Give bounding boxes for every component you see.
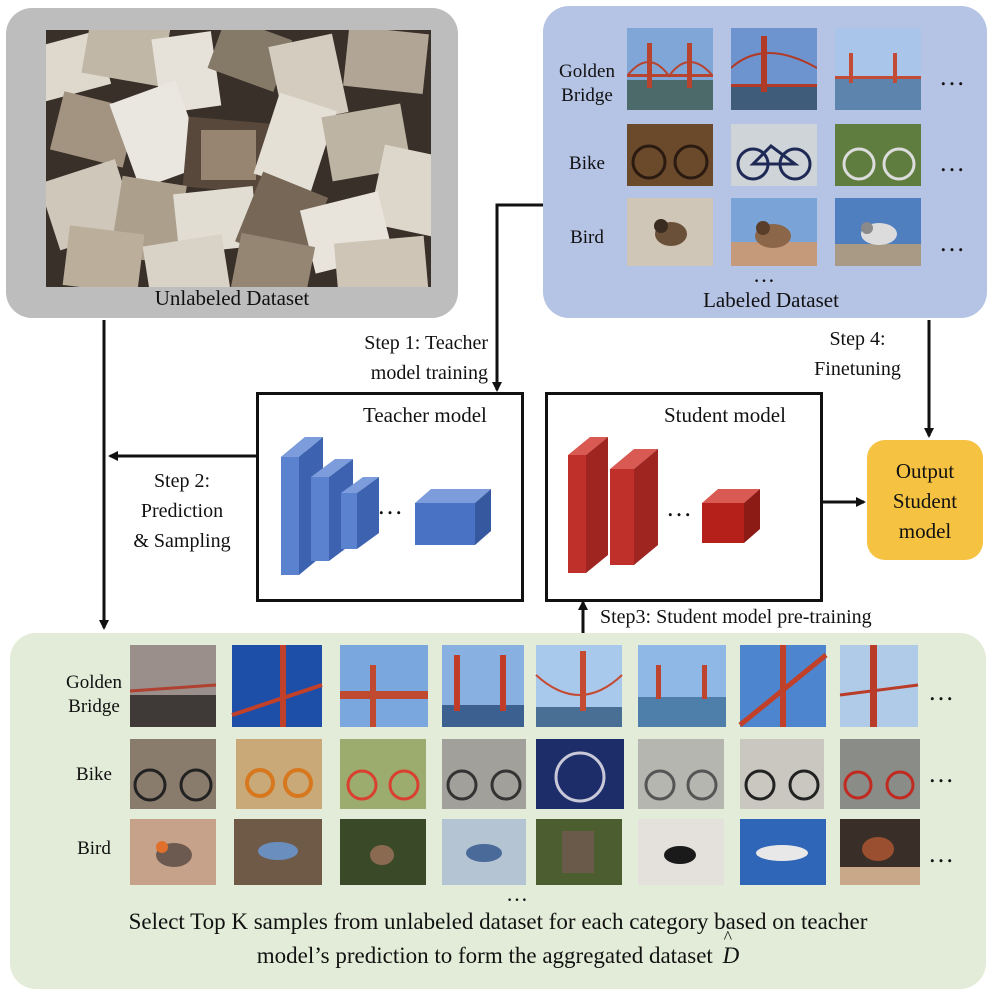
labeled-bird-thumbnail [835, 198, 921, 266]
labeled-bird-thumbnail [731, 198, 817, 266]
teacher-model-box: Teacher model … [256, 392, 524, 602]
labeled-row-ellipsis: … [939, 148, 967, 177]
labeled-row-label-bike: Bike [569, 153, 605, 174]
aggregated-caption-line2: model’s prediction to form the aggregate… [256, 927, 740, 968]
aggregated-bird-thumbnail [234, 819, 322, 885]
aggregated-row-label-bike: Bike [76, 764, 112, 785]
labeled-row-ellipsis: … [939, 62, 967, 91]
step3-label: Step3: Student model pre-training [600, 606, 872, 628]
aggregated-bird-thumbnail [638, 819, 724, 885]
aggregated-bike-thumbnail [840, 739, 920, 809]
aggregated-bridge-thumbnail [442, 645, 524, 727]
aggregated-row-ellipsis: … [928, 759, 956, 788]
aggregated-bird-thumbnail [442, 819, 526, 885]
labeled-dataset-caption: Labeled Dataset [703, 288, 839, 312]
labeled-row-label-bird: Bird [570, 227, 604, 248]
step2-label: Step 2:Prediction& Sampling [133, 470, 231, 552]
aggregated-bike-thumbnail [340, 739, 426, 809]
aggregated-bird-thumbnail [536, 819, 622, 885]
aggregated-column-ellipsis: … [506, 881, 530, 906]
aggregated-bike-thumbnail [442, 739, 526, 809]
labeled-bridge-thumbnail [731, 28, 817, 110]
aggregated-bird-thumbnail [340, 819, 426, 885]
labeled-bike-thumbnail [627, 124, 713, 186]
aggregated-row-ellipsis: … [928, 677, 956, 706]
teacher-model-title: Teacher model [363, 403, 487, 427]
labeled-bridge-thumbnail [835, 28, 921, 110]
teacher-layer-ellipsis: … [377, 491, 405, 520]
aggregated-dataset-symbol: ^D [722, 927, 740, 968]
aggregated-bridge-thumbnail [340, 645, 428, 727]
step1-arrow [492, 203, 543, 392]
student-model-title: Student model [664, 403, 786, 427]
aggregated-bridge-thumbnail [231, 645, 323, 727]
aggregated-bird-thumbnail [840, 819, 920, 885]
student-network-icon [568, 437, 760, 573]
student-layer-ellipsis: … [666, 493, 694, 522]
aggregated-bridge-thumbnail [130, 645, 217, 727]
aggregated-bike-thumbnail [638, 739, 724, 809]
aggregated-bridge-thumbnail [535, 645, 623, 727]
aggregated-bike-thumbnail [740, 739, 824, 809]
aggregated-bike-thumbnail [236, 739, 322, 809]
aggregated-bird-thumbnail [740, 819, 826, 885]
unlabeled-photo-pile-image [46, 30, 431, 287]
aggregated-row-ellipsis: … [928, 839, 956, 868]
labeled-bike-thumbnail [835, 124, 921, 186]
aggregated-bridge-row [130, 645, 919, 727]
aggregated-caption-line1: Select Top K samples from unlabeled data… [128, 909, 868, 934]
unlabeled-dataset-caption: Unlabeled Dataset [154, 286, 310, 310]
aggregated-row-label-golden-bridge: Golden Bridge [66, 672, 122, 717]
aggregated-bike-row [130, 739, 920, 809]
aggregated-dataset-panel: Golden Bridge Bike Bird … … … … Sel [10, 633, 986, 989]
aggregated-bike-thumbnail [130, 739, 216, 809]
aggregated-bird-row [130, 819, 920, 885]
labeled-row-ellipsis: … [939, 228, 967, 257]
labeled-bike-thumbnail [731, 124, 817, 186]
aggregated-bird-thumbnail [130, 819, 216, 885]
teacher-network-icon [281, 437, 491, 575]
unlabeled-dataset-panel: Unlabeled Dataset [6, 8, 458, 318]
aggregated-bike-thumbnail [536, 739, 624, 809]
labeled-bird-thumbnail [627, 198, 713, 266]
labeled-row-label-golden-bridge: Golden Bridge [559, 61, 615, 106]
labeled-dataset-panel: Golden Bridge Bike Bird … … [543, 6, 987, 318]
aggregated-bridge-thumbnail [839, 645, 919, 727]
student-model-box: Student model … [545, 392, 823, 602]
aggregated-bridge-thumbnail [738, 645, 828, 727]
aggregated-row-label-bird: Bird [77, 838, 111, 859]
labeled-column-ellipsis: … [753, 262, 777, 287]
step4-label: Step 4:Finetuning [814, 328, 901, 380]
labeled-bridge-thumbnail [627, 28, 713, 110]
aggregated-bridge-thumbnail [638, 645, 726, 727]
